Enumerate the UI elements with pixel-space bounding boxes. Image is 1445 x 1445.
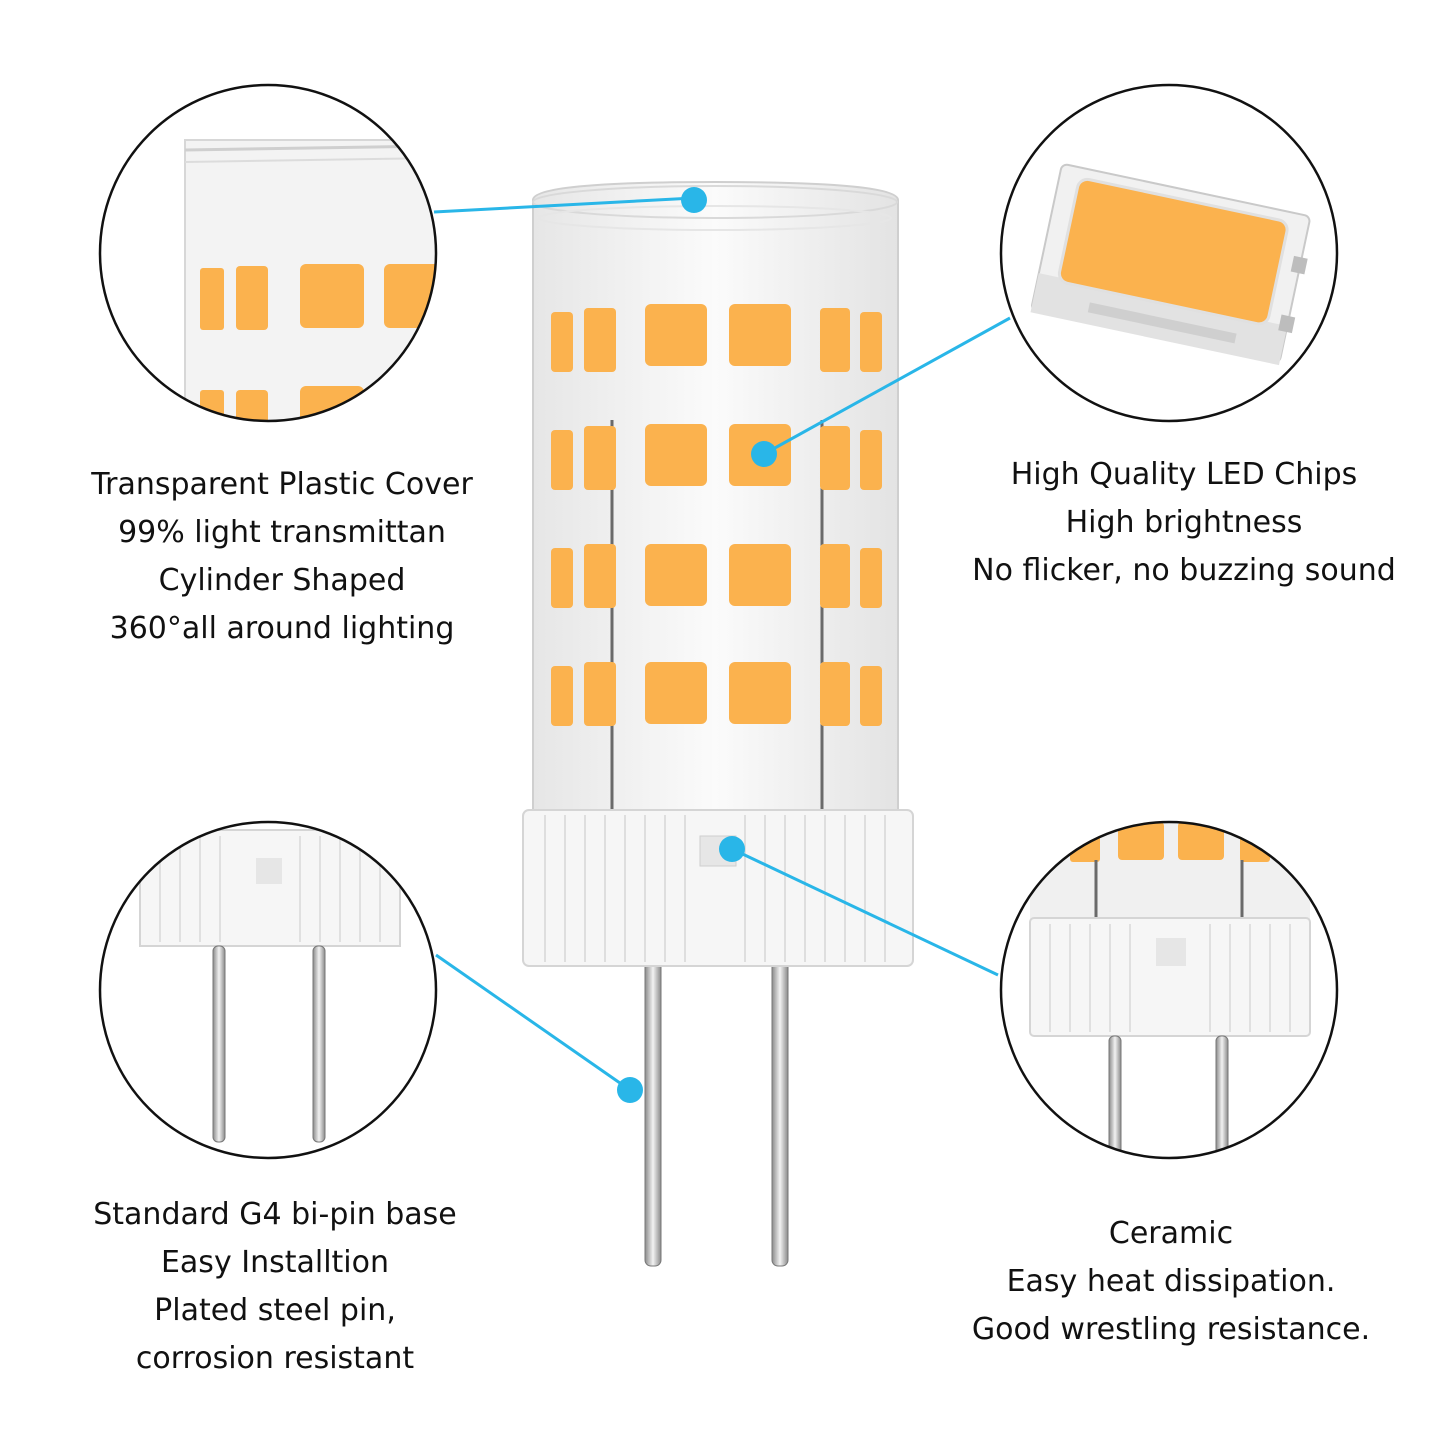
bulb-ceramic-base [522, 809, 914, 967]
bulb-pin-left [644, 959, 662, 1267]
caption-ceramic-line: Good wrestling resistance. [971, 1312, 1371, 1347]
caption-cover-line: 360°all around lighting [109, 611, 455, 646]
caption-chips-line: High brightness [1065, 505, 1303, 540]
g4-bulb [522, 180, 914, 1267]
caption-pins: Standard G4 bi-pin base Easy Installtion… [40, 1191, 510, 1383]
caption-cover-line: Cylinder Shaped [158, 563, 406, 598]
circle-zoom-ceramic-base-icon [999, 820, 1339, 1160]
caption-cover: Transparent Plastic Cover 99% light tran… [40, 461, 524, 653]
callout-dot-chip [751, 441, 777, 467]
bulb-led-array [551, 304, 882, 726]
caption-pins-line: Standard G4 bi-pin base [93, 1197, 457, 1232]
caption-pins-line: corrosion resistant [135, 1341, 415, 1376]
circle-zoom-led-chip-icon [999, 83, 1339, 423]
callout-dot-cover [681, 187, 707, 213]
callout-lines [433, 196, 1011, 1092]
caption-ceramic: Ceramic Easy heat dissipation. Good wres… [946, 1210, 1396, 1354]
bulb-pin-right [771, 959, 789, 1267]
caption-ceramic-line: Easy heat dissipation. [1006, 1264, 1336, 1299]
caption-ceramic-line: Ceramic [1108, 1216, 1234, 1251]
caption-pins-line: Easy Installtion [160, 1245, 390, 1280]
callout-dot-pin [617, 1077, 643, 1103]
circle-zoom-pin-base-icon [98, 820, 438, 1160]
caption-chips-line: No flicker, no buzzing sound [972, 553, 1396, 588]
circle-zoom-cover-icon [98, 83, 438, 423]
bulb-plastic-cover [532, 180, 899, 819]
caption-cover-line: 99% light transmittan [118, 515, 446, 550]
caption-chips-line: High Quality LED Chips [1010, 457, 1358, 492]
caption-pins-line: Plated steel pin, [154, 1293, 396, 1328]
caption-cover-line: Transparent Plastic Cover [91, 467, 473, 502]
callout-dot-ceramic [719, 836, 745, 862]
caption-chips: High Quality LED Chips High brightness N… [944, 451, 1424, 595]
